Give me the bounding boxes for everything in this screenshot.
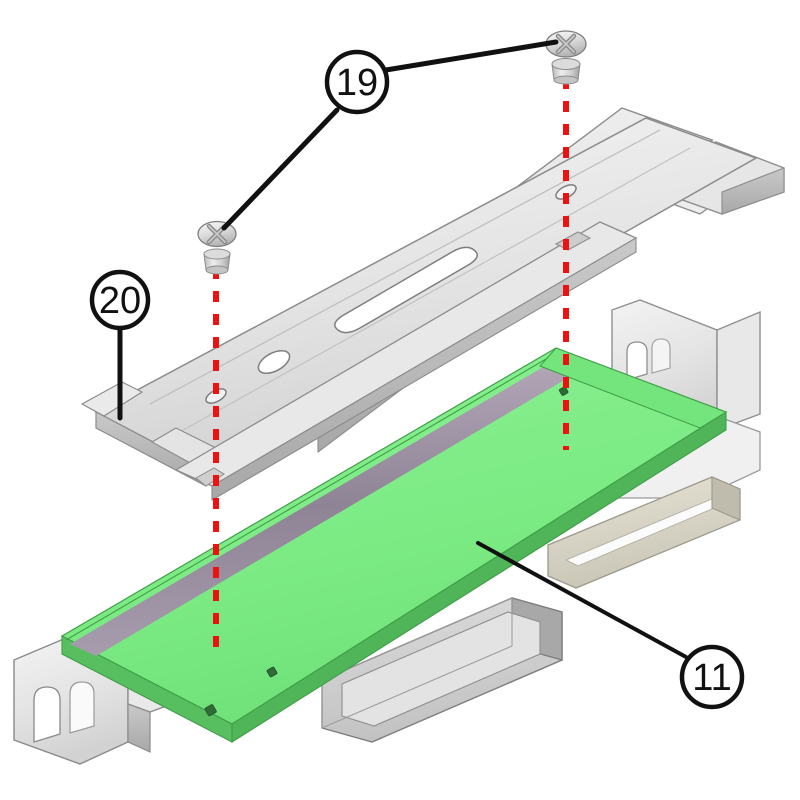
assembly-axes: [213, 78, 569, 652]
rear-connector-shroud: [321, 597, 563, 743]
left-bracket-keyhole: [33, 686, 61, 743]
pcb-right-notch: [539, 347, 728, 429]
bracket-left-tab: [80, 381, 144, 417]
callout-11[interactable]: 11: [679, 644, 745, 710]
screw-collar-upper: [551, 58, 581, 70]
screw-collar-lower: [203, 248, 231, 260]
shroud-top-edge: [321, 597, 513, 729]
leader-19-to-screw-upper: [383, 39, 559, 73]
pcb-component-2: [266, 666, 278, 678]
edge-connector-rail-end: [711, 476, 741, 521]
bracket-crease-mid: [175, 147, 691, 435]
callout-19-label: 19: [336, 62, 378, 104]
pcb-right-edge: [231, 411, 727, 743]
right-bracket-slot: [626, 341, 648, 381]
left-bracket-rail-end: [127, 703, 151, 753]
callout-11-label: 11: [692, 657, 731, 699]
bracket-oval-slot: [334, 246, 478, 334]
phillips-pan-head-screw-upper-right: [545, 30, 587, 85]
screw-shank-tip-lower: [205, 265, 229, 275]
edge-connector-rail: [547, 476, 741, 589]
green-printed-circuit-board: [60, 347, 728, 743]
screw-shank-tip-upper: [553, 75, 579, 85]
sheet-metal-retaining-bracket: [80, 107, 785, 501]
bracket-bottom-flange-edge: [211, 237, 637, 501]
phillips-pan-head-screw-lower-left: [197, 220, 237, 275]
callout-19[interactable]: 19: [324, 49, 390, 115]
bracket-step-flange-edge: [721, 167, 785, 215]
pcb-component-3: [559, 386, 569, 396]
bracket-crease-upper: [149, 129, 661, 405]
pcb-stripe-highlight: [65, 351, 559, 641]
bracket-clearance-hole: [257, 349, 291, 375]
leader-11-to-pcb: [476, 541, 688, 659]
right-bracket-slot-secondary: [651, 338, 671, 374]
right-bracket-flange: [716, 310, 761, 432]
callout-20-label: 20: [99, 280, 141, 322]
pcb-component-1: [204, 704, 217, 717]
phillips-cross-icon-upper: [555, 33, 577, 55]
callout-19-circle[interactable]: [324, 49, 390, 115]
leader-19-to-screw-lower: [221, 107, 340, 231]
left-bracket-keyhole-secondary: [69, 681, 95, 734]
callout-11-circle[interactable]: [679, 644, 745, 710]
callout-20-circle[interactable]: [89, 269, 151, 331]
bracket-bottom-notch: [195, 467, 225, 487]
callout-20[interactable]: 20: [89, 269, 151, 331]
callout-leader-lines: [117, 39, 688, 659]
pcb-shield-stripe: [70, 356, 588, 656]
